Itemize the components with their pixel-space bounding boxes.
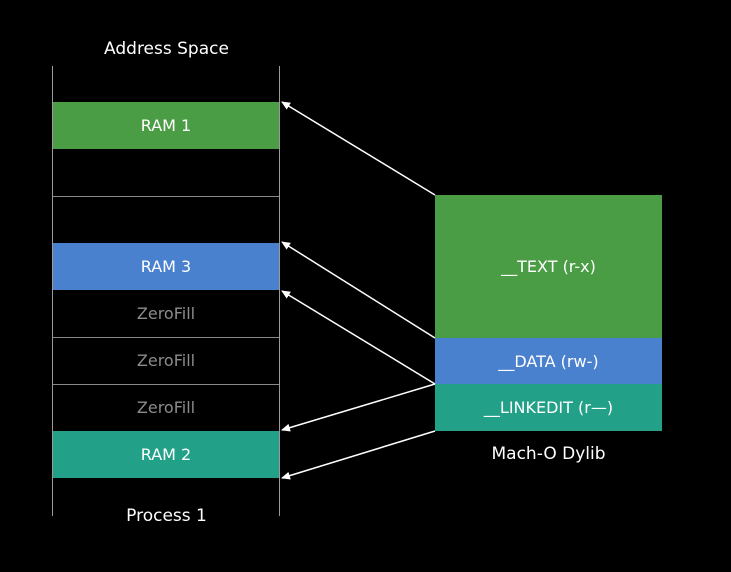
arrow-linkedit-to-ram-2	[281, 430, 436, 480]
segment-text-label: __TEXT (r-x)	[501, 257, 596, 276]
segment-data: __DATA (rw-)	[435, 338, 662, 384]
process-label: Process 1	[126, 506, 207, 526]
segment-data-label: __DATA (rw-)	[498, 351, 599, 371]
slot-ram-3: RAM 3	[53, 243, 279, 290]
slot-ram-1-label: RAM 1	[140, 116, 192, 135]
divider-3	[53, 384, 279, 385]
arrow-data-to-ram-3	[281, 290, 436, 385]
slot-zerofill-2-label: ZeroFill	[136, 351, 196, 370]
arrow-text-to-ram-1	[281, 101, 436, 196]
segment-text: __TEXT (r-x)	[435, 195, 662, 338]
slot-zerofill-3-label: ZeroFill	[136, 398, 196, 417]
address-space-right-border	[279, 66, 280, 516]
divider-1	[53, 196, 279, 197]
slot-ram-1: RAM 1	[53, 102, 279, 149]
slot-ram-2: RAM 2	[53, 431, 279, 478]
slot-ram-2-label: RAM 2	[140, 445, 192, 464]
arrow-text-to-ram-3	[281, 241, 436, 339]
slot-ram-3-label: RAM 3	[140, 257, 192, 276]
address-space-left-border	[52, 66, 53, 516]
arrow-data-to-zerofill	[281, 383, 436, 432]
dylib-caption: Mach-O Dylib	[491, 444, 606, 464]
divider-2	[53, 337, 279, 338]
slot-zerofill-2: ZeroFill	[53, 337, 279, 384]
segment-linkedit: __LINKEDIT (r—)	[435, 384, 662, 431]
address-space-title: Address Space	[104, 39, 229, 59]
slot-zerofill-1: ZeroFill	[53, 290, 279, 337]
slot-zerofill-3: ZeroFill	[53, 384, 279, 431]
segment-linkedit-label: __LINKEDIT (r—)	[483, 398, 614, 417]
slot-zerofill-1-label: ZeroFill	[136, 304, 196, 323]
